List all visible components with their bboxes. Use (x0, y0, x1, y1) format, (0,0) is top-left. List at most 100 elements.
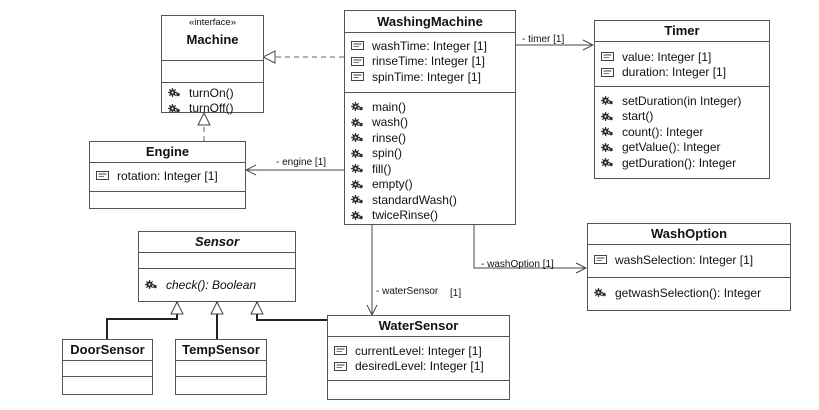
attribute-icon (601, 67, 614, 78)
operation-row: main() (345, 99, 515, 115)
engine-name: Engine (145, 144, 190, 159)
operation-label: turnOn() (189, 85, 234, 100)
machine-attributes (162, 61, 263, 83)
attribute-label: desiredLevel: Integer [1] (355, 359, 484, 374)
operation-label: empty() (372, 177, 413, 192)
operation-row: spin() (345, 146, 515, 162)
timer-class[interactable]: Timer value: Integer [1] duration: Integ… (594, 20, 770, 179)
operation-row: getValue(): Integer (595, 140, 769, 156)
operation-label: fill() (372, 161, 392, 176)
tempsensor-header: TempSensor (176, 340, 266, 361)
operation-row: wash() (345, 115, 515, 131)
operation-label: rinse() (372, 130, 407, 145)
attribute-icon (334, 361, 347, 372)
attribute-icon (594, 254, 607, 265)
attribute-label: washTime: Integer [1] (372, 38, 487, 53)
washingmachine-name: WashingMachine (377, 14, 483, 29)
timer-association-label: - timer [1] (522, 34, 565, 45)
operation-row: start() (595, 109, 769, 125)
attribute-label: spinTime: Integer [1] (372, 69, 481, 84)
operation-row: getDuration(): Integer (595, 155, 769, 171)
operation-label: standardWash() (372, 192, 457, 207)
timer-name: Timer (664, 23, 700, 38)
operation-gear-icon (351, 148, 364, 159)
operation-gear-icon (351, 163, 364, 174)
operation-label: setDuration(in Integer) (622, 93, 742, 108)
washingmachine-header: WashingMachine (345, 11, 515, 33)
attribute-row: washTime: Integer [1] (345, 38, 515, 54)
machine-header: «interface» Machine (162, 16, 263, 61)
tempsensor-attributes (176, 361, 266, 377)
attribute-row: value: Integer [1] (595, 49, 769, 65)
machine-stereotype: «interface» (188, 17, 236, 28)
operation-gear-icon (601, 111, 614, 122)
attribute-icon (601, 51, 614, 62)
engine-header: Engine (90, 142, 245, 163)
attribute-label: value: Integer [1] (622, 49, 712, 64)
washingmachine-attributes: washTime: Integer [1] rinseTime: Integer… (345, 33, 515, 93)
timer-operations: setDuration(in Integer) start() count():… (595, 87, 769, 171)
operation-row: twiceRinse() (345, 208, 515, 224)
sensor-attributes (139, 253, 295, 269)
watersensor-association-label: - waterSensor (376, 286, 439, 297)
sensor-header: Sensor (139, 232, 295, 253)
operation-label: turnOff() (189, 101, 234, 116)
operation-label: getValue(): Integer (622, 140, 721, 155)
operation-row: standardWash() (345, 192, 515, 208)
tempsensor-name: TempSensor (182, 342, 260, 357)
attribute-label: washSelection: Integer [1] (615, 252, 754, 267)
operation-gear-icon (145, 279, 158, 290)
attribute-label: currentLevel: Integer [1] (355, 343, 482, 358)
operation-row: turnOff() (162, 101, 263, 117)
watersensor-name: WaterSensor (378, 318, 459, 333)
operation-label: start() (622, 109, 654, 124)
washoption-association-label: - washOption [1] (481, 259, 554, 270)
operation-gear-icon (351, 179, 364, 190)
operation-gear-icon (351, 210, 364, 221)
operation-gear-icon (351, 132, 364, 143)
washoption-header: WashOption (588, 224, 790, 245)
attribute-icon (334, 345, 347, 356)
engine-attributes: rotation: Integer [1] (90, 163, 245, 192)
engine-class[interactable]: Engine rotation: Integer [1] (89, 141, 246, 209)
doorsensor-class[interactable]: DoorSensor (62, 339, 153, 395)
operation-gear-icon (601, 157, 614, 168)
operation-gear-icon (601, 126, 614, 137)
operation-row: empty() (345, 177, 515, 193)
attribute-icon (351, 40, 364, 51)
operation-label: getwashSelection(): Integer (615, 285, 762, 300)
timer-header: Timer (595, 21, 769, 42)
washingmachine-class[interactable]: WashingMachine washTime: Integer [1] rin… (344, 10, 516, 225)
attribute-row: currentLevel: Integer [1] (328, 343, 509, 359)
operation-label: check(): Boolean (166, 277, 257, 292)
operation-row: getwashSelection(): Integer (588, 285, 790, 301)
engine-association-label: - engine [1] (276, 157, 327, 168)
attribute-icon (351, 56, 364, 67)
operation-gear-icon (601, 95, 614, 106)
operation-gear-icon (351, 101, 364, 112)
sensor-class[interactable]: Sensor check(): Boolean (138, 231, 296, 302)
operation-label: count(): Integer (622, 124, 704, 139)
timer-attributes: value: Integer [1] duration: Integer [1] (595, 42, 769, 87)
operation-label: getDuration(): Integer (622, 155, 737, 170)
attribute-label: rinseTime: Integer [1] (372, 54, 485, 69)
operation-label: main() (372, 99, 407, 114)
association-washoption (473, 225, 586, 268)
attribute-row: rotation: Integer [1] (90, 168, 245, 184)
generalization-watersensor-sensor (257, 302, 327, 321)
attribute-row: spinTime: Integer [1] (345, 69, 515, 85)
attribute-row: desiredLevel: Integer [1] (328, 359, 509, 375)
watersensor-header: WaterSensor (328, 316, 509, 337)
operation-row: fill() (345, 161, 515, 177)
machine-class[interactable]: «interface» Machine turnOn() turnOff() (161, 15, 264, 115)
tempsensor-class[interactable]: TempSensor (175, 339, 267, 395)
washoption-operations: getwashSelection(): Integer (588, 278, 790, 301)
washoption-name: WashOption (650, 226, 728, 241)
operation-gear-icon (601, 142, 614, 153)
attribute-label: rotation: Integer [1] (117, 168, 218, 183)
watersensor-class[interactable]: WaterSensor currentLevel: Integer [1] de… (327, 315, 510, 400)
sensor-operations: check(): Boolean (139, 269, 295, 293)
operation-row: rinse() (345, 130, 515, 146)
washoption-class[interactable]: WashOption washSelection: Integer [1] ge… (587, 223, 791, 311)
doorsensor-name: DoorSensor (70, 342, 145, 357)
